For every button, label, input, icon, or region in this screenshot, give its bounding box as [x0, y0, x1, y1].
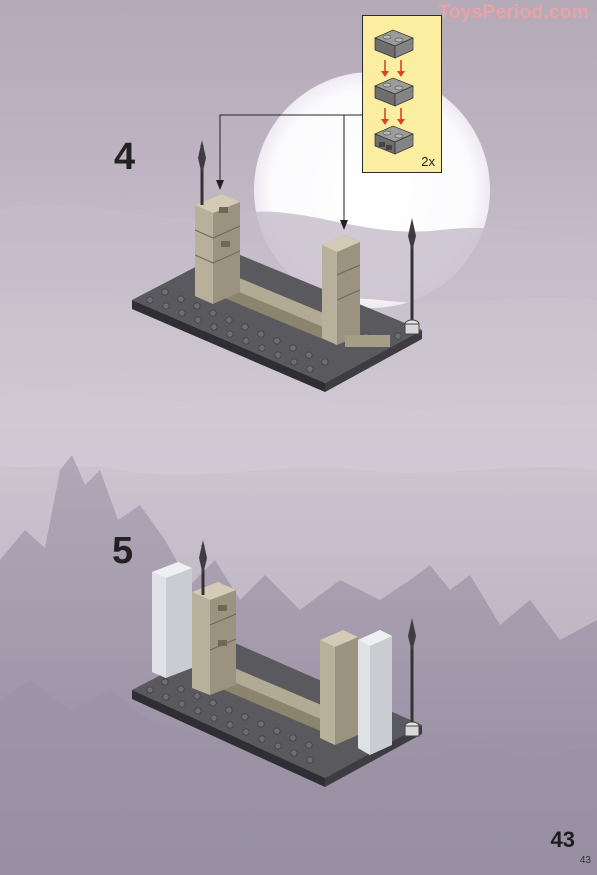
arrow-head	[340, 220, 348, 230]
clip-brick-icon	[374, 125, 414, 155]
step-5-model	[132, 540, 422, 787]
arrow-head	[216, 180, 224, 190]
red-arrows	[381, 108, 405, 125]
page-number: 43	[550, 827, 575, 852]
mountains-front	[0, 680, 597, 875]
red-arrows	[381, 60, 405, 77]
cloud-band	[0, 390, 597, 475]
page-number-small: 43	[579, 855, 591, 866]
sub-assembly-callout: 2x	[362, 15, 442, 173]
brick-icon	[374, 29, 414, 59]
cloud-band	[0, 204, 597, 308]
callout-quantity: 2x	[421, 154, 435, 169]
step-number-4: 4	[114, 136, 136, 178]
callout-arrows	[219, 114, 362, 222]
step-number-5: 5	[112, 530, 134, 572]
brick-icon	[374, 77, 414, 107]
step-4-model	[132, 140, 422, 392]
sub-assembly-diagram	[374, 29, 414, 155]
watermark: ToysPeriod.com	[438, 2, 589, 23]
